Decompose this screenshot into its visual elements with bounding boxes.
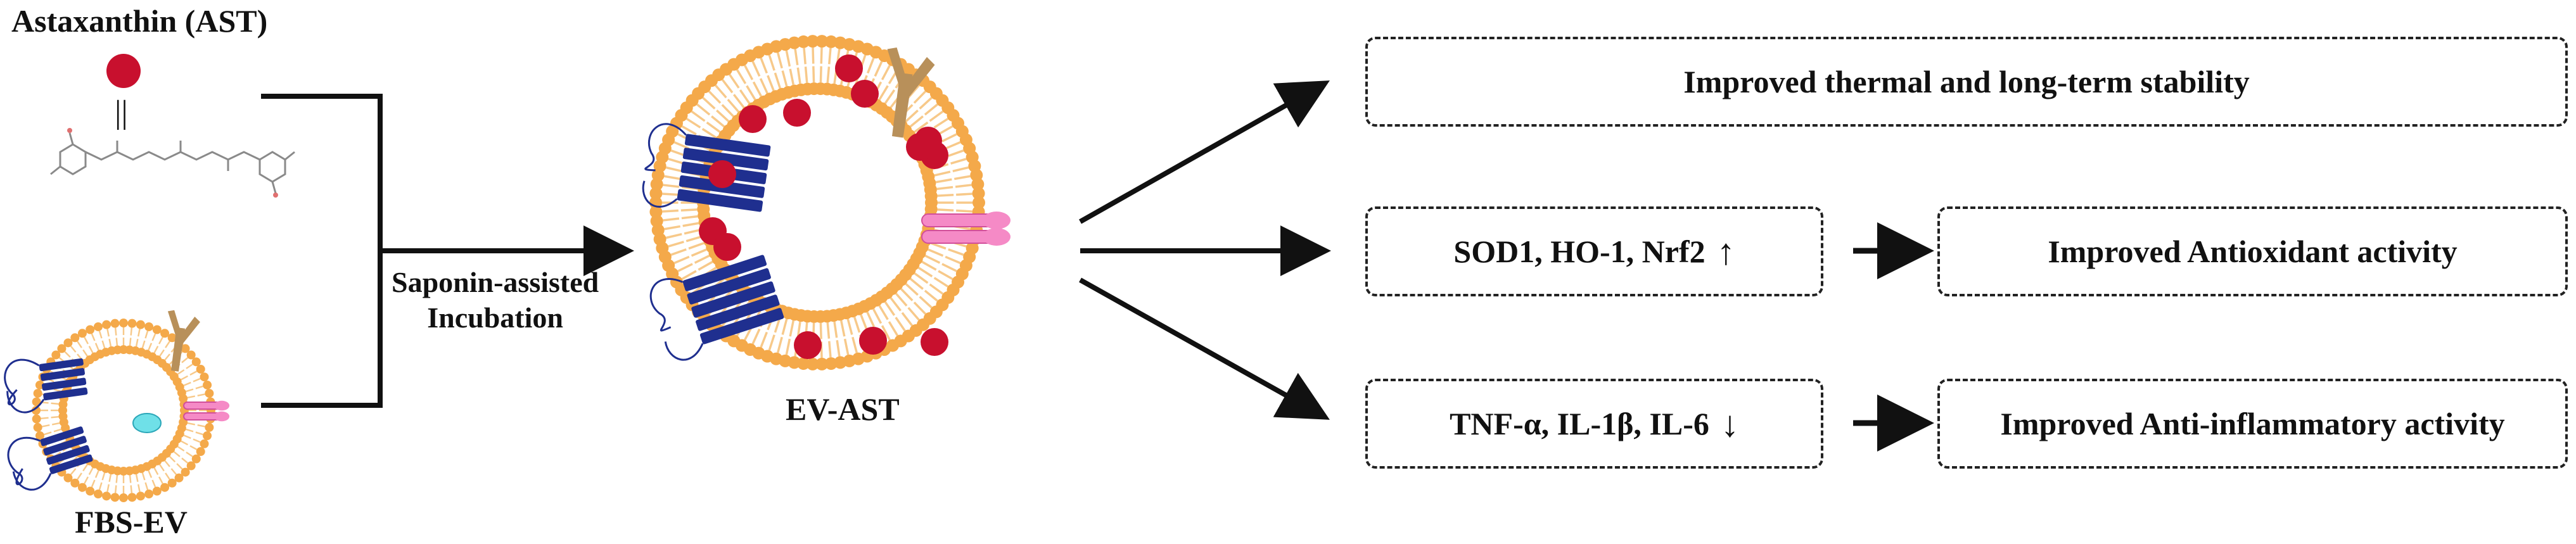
antioxidant-effect-box: Improved Antioxidant activity <box>1937 206 2568 296</box>
stability-text: Improved thermal and long-term stability <box>1683 64 2250 99</box>
ev-ast-tan-protein <box>887 47 935 138</box>
antioxidant-effect-text: Improved Antioxidant activity <box>2048 234 2458 269</box>
inflammation-effect-text: Improved Anti-inflammatory activity <box>2000 406 2505 441</box>
down-arrow-icon: ↓ <box>1720 403 1739 445</box>
ev-ast-vesicle <box>642 35 1011 370</box>
ast-sphere <box>106 54 141 88</box>
inflammation-effect-box: Improved Anti-inflammatory activity <box>1937 379 2568 469</box>
antioxidant-markers-box: SOD1, HO-1, Nrf2 ↑ <box>1365 206 1823 296</box>
astaxanthin-dot <box>713 233 741 261</box>
fbs-ev-protein-top <box>4 358 88 414</box>
astaxanthin-dot <box>906 133 934 161</box>
antioxidant-markers-text: SOD1, HO-1, Nrf2 <box>1453 234 1706 269</box>
lipid-heads <box>32 319 215 502</box>
fbs-ev-pink-receptor <box>183 400 230 422</box>
process-label: Saponin-assisted Incubation <box>392 265 599 336</box>
ev-ast-protein-bottom <box>649 255 784 361</box>
inflammation-markers-text: TNF-α, IL-1β, IL-6 <box>1450 406 1709 441</box>
inflammation-markers-box: TNF-α, IL-1β, IL-6 ↓ <box>1365 379 1823 469</box>
merge-bracket <box>261 94 383 408</box>
fbs-ev-tan-protein <box>167 310 200 372</box>
ast-equals-sign: || <box>115 94 128 130</box>
ev-ast-pink-receptor <box>921 212 1011 246</box>
astaxanthin-dot <box>859 327 887 355</box>
process-line-1: Saponin-assisted <box>392 266 599 298</box>
astaxanthin-dot <box>921 328 948 356</box>
ast-label: Astaxanthin (AST) <box>11 3 268 39</box>
process-line-2: Incubation <box>427 301 563 334</box>
arrow-to-stability <box>1079 80 1330 224</box>
ast-chemical-structure <box>50 132 295 194</box>
fbs-ev-cargo <box>132 413 162 433</box>
astaxanthin-dot <box>708 160 736 188</box>
astaxanthin-dot <box>739 105 767 133</box>
astaxanthin-dot <box>851 80 879 108</box>
astaxanthin-dot <box>783 99 811 127</box>
astaxanthin-dot <box>835 54 863 82</box>
astaxanthin-dot <box>794 331 822 359</box>
ev-ast-label: EV-AST <box>786 391 900 427</box>
stability-box: Improved thermal and long-term stability <box>1365 37 2568 127</box>
fbs-ev-protein-bottom <box>7 426 93 491</box>
fbs-ev-label: FBS-EV <box>75 504 188 540</box>
fbs-ev-vesicle <box>4 310 230 502</box>
up-arrow-icon: ↑ <box>1716 231 1735 272</box>
arrow-to-inflammation <box>1079 277 1330 420</box>
ev-ast-astaxanthin-dots <box>699 54 948 359</box>
